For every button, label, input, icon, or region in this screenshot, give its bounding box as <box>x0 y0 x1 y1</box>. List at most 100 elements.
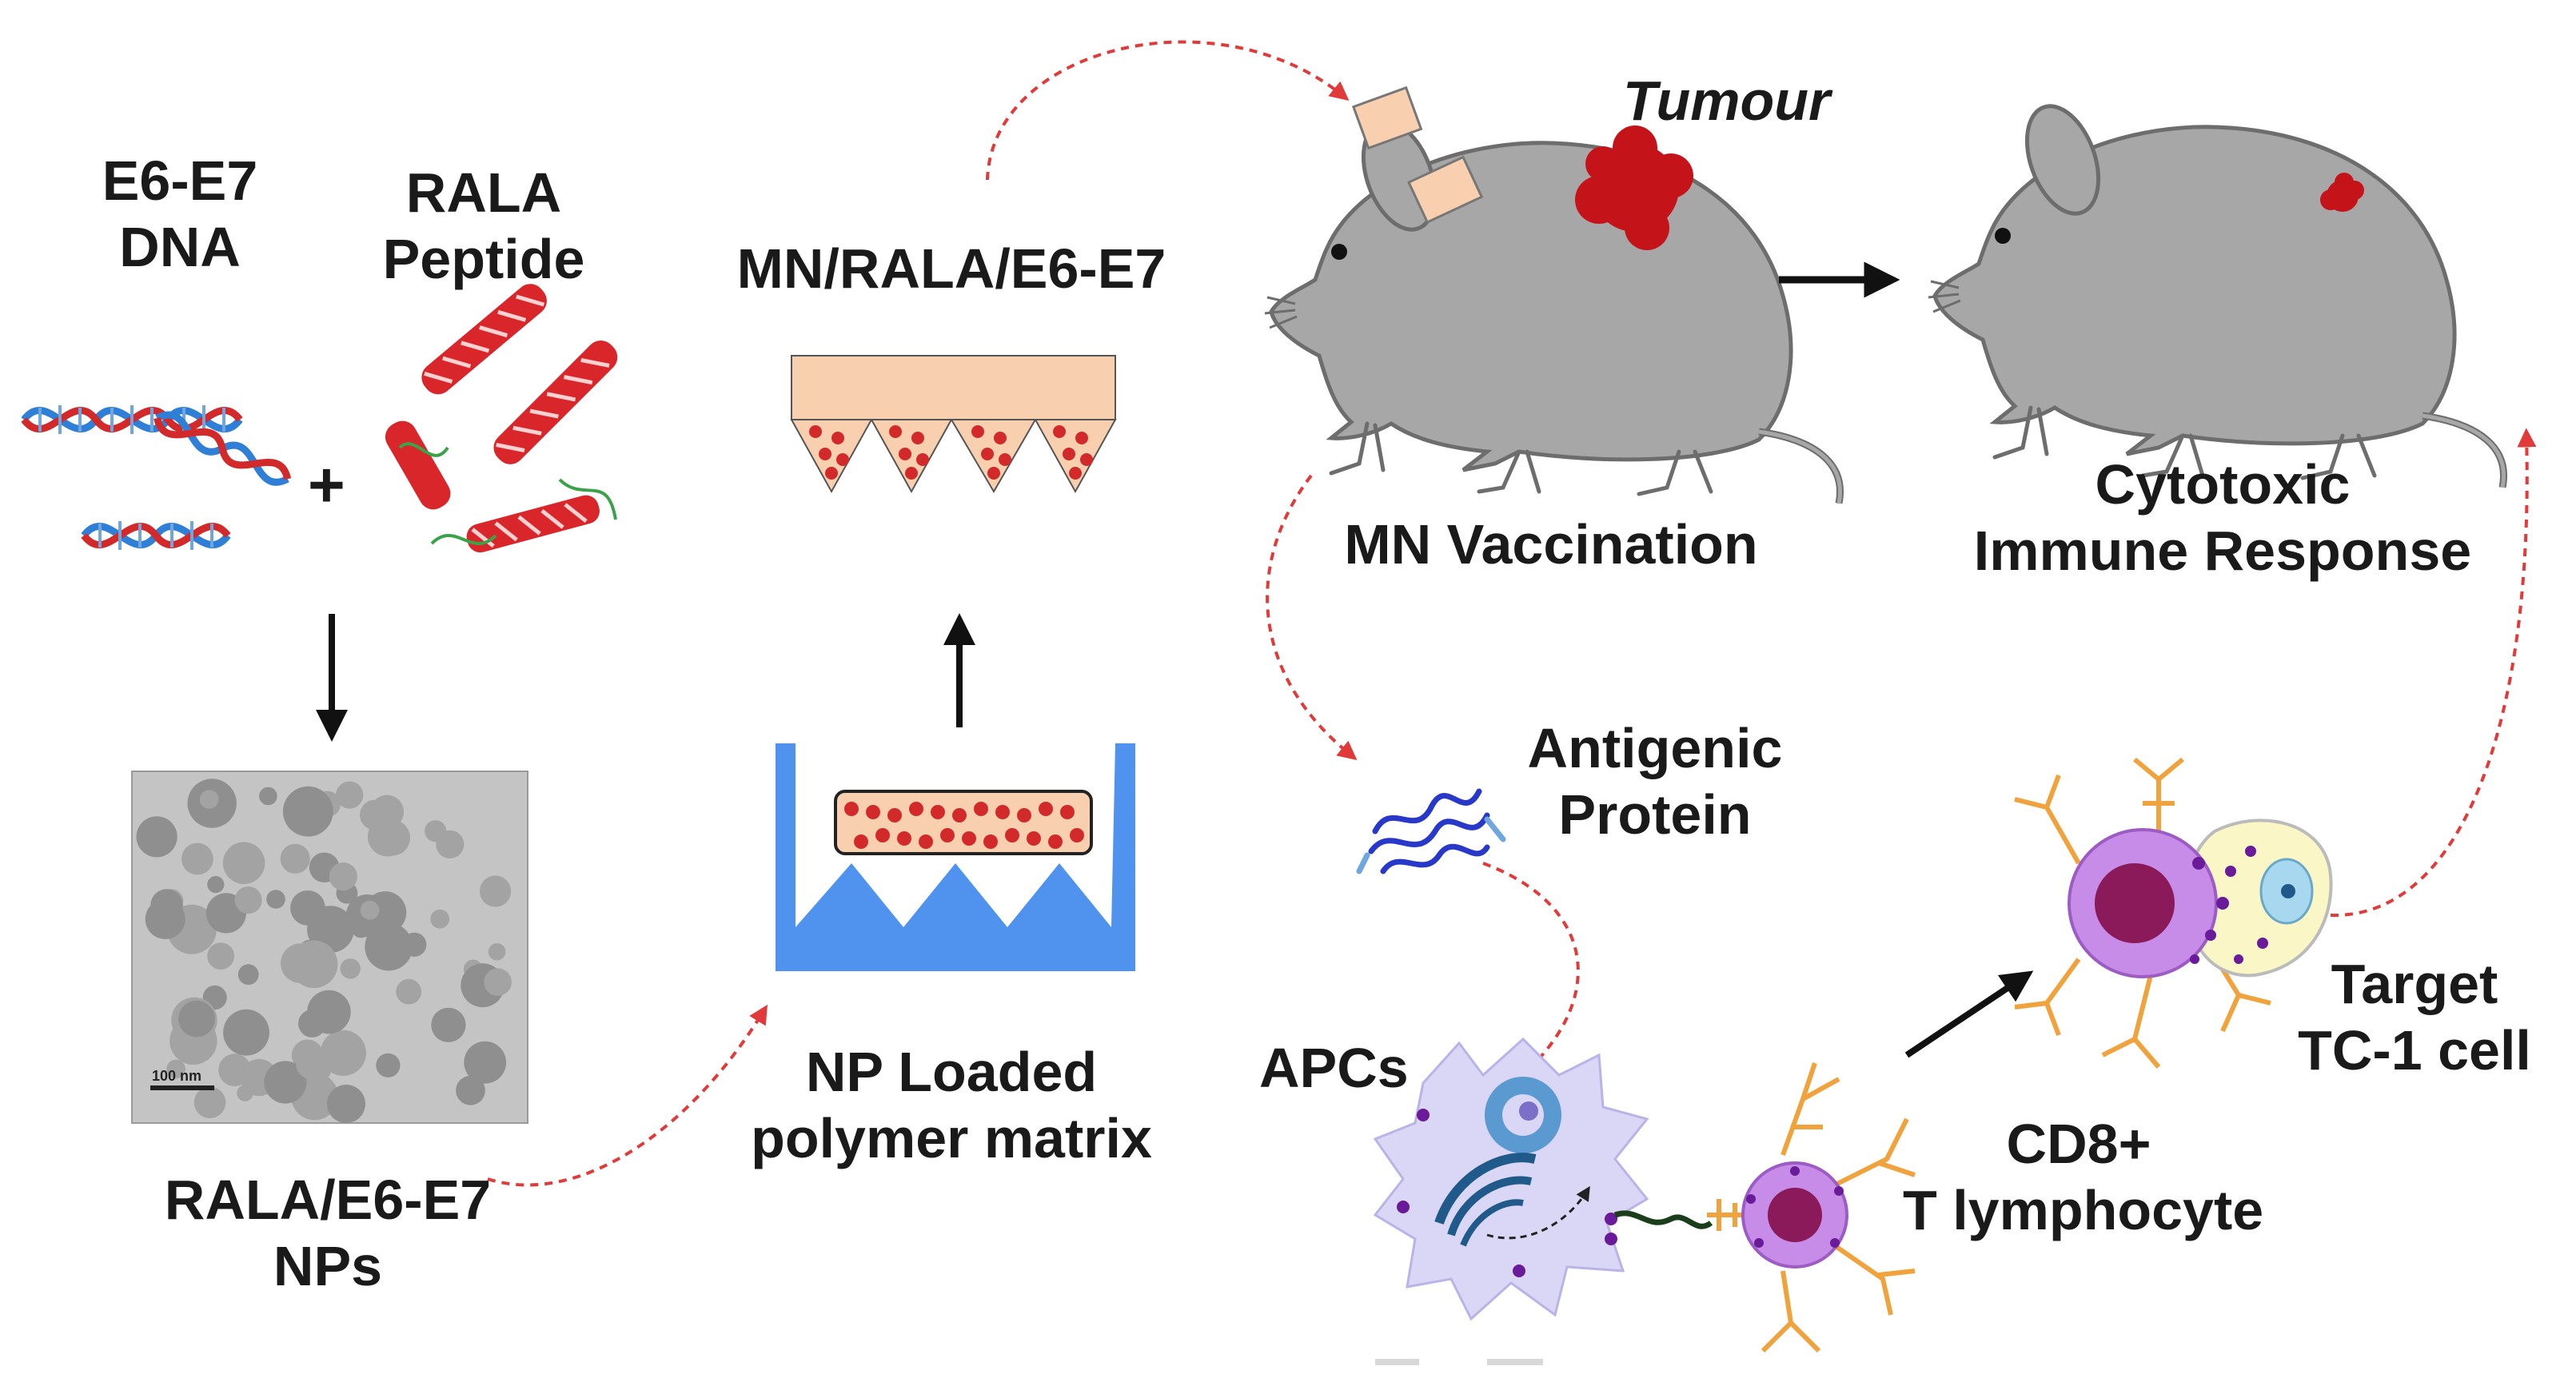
label-target-line2: TC-1 cell <box>2298 1018 2531 1081</box>
label-antigenic: Antigenic Protein <box>1495 715 1815 847</box>
label-peptide-line1: RALA <box>405 161 562 224</box>
mould-nanoparticle <box>995 805 1010 819</box>
mould-nanoparticle <box>1017 808 1031 822</box>
label-cytotoxic-line2: Immune Response <box>1973 519 2472 582</box>
mould-nanoparticle <box>1048 834 1063 849</box>
label-tumour: Tumour <box>1623 70 1831 132</box>
tem-particle <box>259 787 277 806</box>
microneedle-nanoparticle <box>971 425 984 438</box>
mould-nanoparticle <box>1070 828 1084 842</box>
mn-patch-on-mouse-1 <box>1351 86 1423 150</box>
microneedle-nanoparticle <box>1080 453 1093 466</box>
label-peptide: RALA Peptide <box>360 160 608 292</box>
label-nps-line1: RALA/E6-E7 <box>164 1169 492 1231</box>
tem-micrograph <box>131 771 528 1124</box>
microneedle-nanoparticle <box>836 453 849 466</box>
tem-particle <box>307 990 351 1034</box>
tem-particle <box>430 909 450 929</box>
tem-particle <box>150 889 183 922</box>
dashed-arrow-target-to-response <box>2330 428 2537 918</box>
rala-peptide-icon <box>385 284 618 553</box>
label-cd8: CD8+ T lymphocyte <box>1903 1111 2264 1243</box>
tem-particle <box>222 842 265 884</box>
tem-particle <box>376 1053 401 1077</box>
mould-nanoparticle <box>1039 802 1053 816</box>
microneedle-nanoparticle <box>987 467 1000 480</box>
tem-particle <box>364 891 407 934</box>
microneedle-nanoparticle <box>819 448 831 460</box>
tem-particle <box>367 816 408 857</box>
tem-particle <box>320 1030 366 1076</box>
mouse-responded <box>1928 97 2504 488</box>
tem-particle <box>336 781 364 809</box>
tem-particle <box>456 1075 485 1105</box>
label-antigenic-line1: Antigenic <box>1527 717 1783 779</box>
dna-helix-icon <box>21 405 292 550</box>
tem-scale-bar-line <box>150 1085 214 1090</box>
label-mn-vaccination: MN Vaccination <box>1344 513 1758 576</box>
tem-particle <box>327 1085 365 1123</box>
tem-particle <box>289 940 338 989</box>
dashed-arrow-mouse-to-protein <box>1266 474 1358 761</box>
tem-particle <box>266 890 285 909</box>
microneedle-nanoparticle <box>994 432 1007 444</box>
tem-particle <box>234 886 262 914</box>
label-np-loaded: NP Loaded polymer matrix <box>720 1039 1183 1171</box>
mould-nanoparticle <box>940 828 955 842</box>
label-peptide-line2: Peptide <box>382 227 585 290</box>
microneedle-nanoparticle <box>1063 448 1075 460</box>
microneedle-nanoparticle <box>1075 432 1088 444</box>
mould-nanoparticle <box>919 834 933 849</box>
microneedle-nanoparticle <box>889 425 902 438</box>
microneedle-nanoparticle <box>905 467 918 480</box>
tumour-large <box>1575 125 1693 250</box>
tem-particle <box>365 922 413 971</box>
mn-patch-on-mouse-2 <box>1407 155 1484 225</box>
tem-particle <box>329 862 357 891</box>
tem-particle <box>136 816 177 858</box>
label-np-loaded-line2: polymer matrix <box>751 1106 1152 1169</box>
tem-particle <box>166 1059 185 1079</box>
microneedle-nanoparticle <box>916 453 929 466</box>
label-mn-product: MN/RALA/E6-E7 <box>736 237 1166 300</box>
microneedle-nanoparticle <box>899 448 911 460</box>
label-cd8-line1: CD8+ <box>2006 1113 2151 1175</box>
mould-nanoparticle <box>854 834 868 849</box>
microneedle-nanoparticle <box>825 467 838 480</box>
tem-particle <box>484 968 512 996</box>
label-cd8-line2: T lymphocyte <box>1903 1178 2264 1241</box>
mould-nanoparticle <box>931 805 945 819</box>
label-plus: + <box>308 449 345 520</box>
tem-particle <box>199 790 219 809</box>
tem-particle <box>431 1007 466 1042</box>
bottom-mark-left <box>1375 1359 1419 1365</box>
microneedle-nanoparticle <box>1069 467 1082 480</box>
mould-nanoparticle <box>875 828 890 842</box>
tem-particle <box>296 1047 328 1080</box>
apc-cell-icon <box>1373 1037 1649 1321</box>
label-antigenic-line2: Protein <box>1558 783 1752 846</box>
label-cytotoxic: Cytotoxic Immune Response <box>1935 452 2510 583</box>
mould-nanoparticle <box>1027 831 1041 846</box>
mould-nanoparticle <box>887 808 902 822</box>
tem-particle <box>360 900 380 920</box>
tem-particle <box>282 786 333 837</box>
arrow-tcell-to-target <box>1904 970 2034 1058</box>
tem-particle <box>396 978 422 1005</box>
microneedle-nanoparticle <box>981 448 994 460</box>
microneedle-patch <box>790 355 1117 494</box>
tem-particle <box>351 918 371 938</box>
label-target-line1: Target <box>2331 953 2498 1015</box>
label-nps: RALA/E6-E7 NPs <box>128 1167 528 1299</box>
tem-particle <box>464 1041 507 1084</box>
dashed-arrow-mn-to-mouse <box>986 40 1350 181</box>
mouse-vaccinated <box>1265 86 1840 504</box>
label-dna: E6-E7 DNA <box>72 148 288 280</box>
microneedle-nanoparticle <box>831 432 844 444</box>
dashed-arrow-protein-to-apc <box>1482 862 1580 1073</box>
mould-nanoparticle <box>1005 828 1019 842</box>
tem-particle <box>207 876 225 894</box>
tem-particle <box>223 1009 269 1056</box>
mould-nanoparticle <box>983 834 998 849</box>
